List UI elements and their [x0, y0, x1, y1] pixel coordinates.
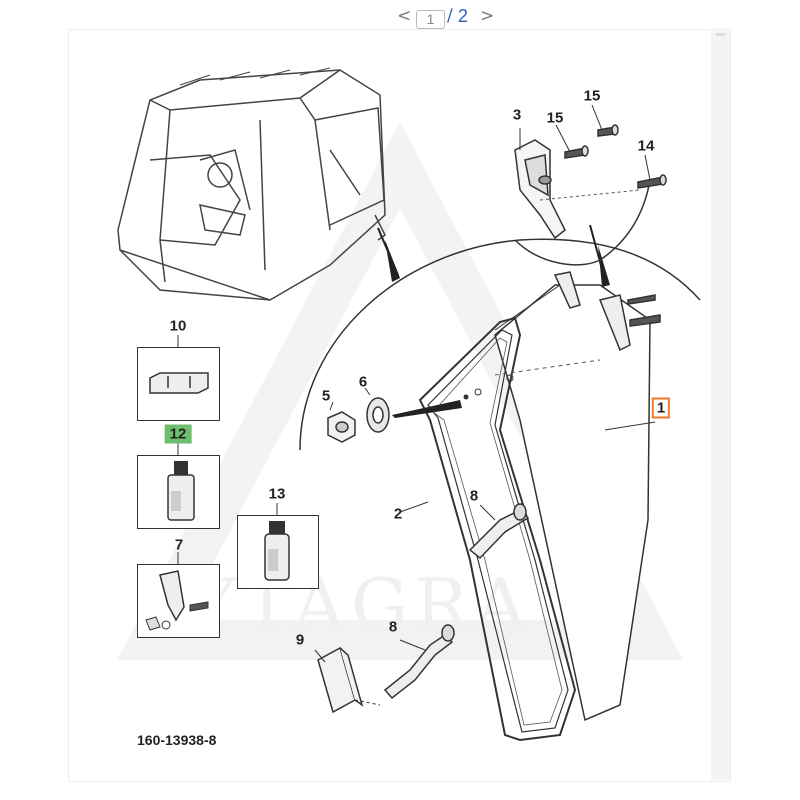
- page-separator: /: [447, 6, 453, 26]
- callout-3[interactable]: 3: [512, 106, 522, 124]
- callout-9[interactable]: 9: [295, 631, 305, 649]
- latch-arm-8a: [468, 503, 530, 560]
- panel-part-7: [137, 564, 220, 638]
- bolt-14: [637, 174, 667, 189]
- seal-piece-9: [317, 646, 364, 714]
- bottle-12-drawing: [167, 461, 195, 521]
- callout-8-upper[interactable]: 8: [469, 487, 479, 505]
- hinge-part-3: [514, 139, 566, 240]
- latch-arm-8b: [383, 624, 455, 700]
- callout-15-left[interactable]: 15: [546, 109, 564, 127]
- bolt-15b: [597, 124, 619, 137]
- nut-5: [327, 411, 356, 443]
- bottle-13-drawing: [264, 521, 290, 581]
- bolt-15a: [564, 145, 589, 159]
- callout-10[interactable]: 10: [169, 317, 187, 335]
- chevron-right-icon[interactable]: >: [480, 6, 495, 26]
- callout-8-lower[interactable]: 8: [388, 618, 398, 636]
- washer-6: [366, 397, 390, 433]
- panel-part-12: [137, 455, 220, 529]
- callout-15-right[interactable]: 15: [583, 87, 601, 105]
- pane-hinge-top: [553, 271, 581, 309]
- callout-2[interactable]: 2: [393, 505, 403, 523]
- drawing-code: 160-13938-8: [137, 732, 217, 748]
- callout-14[interactable]: 14: [637, 137, 655, 155]
- clip-plate-drawing: [149, 372, 209, 394]
- panel-part-10: [137, 347, 220, 421]
- callout-6[interactable]: 6: [358, 373, 368, 391]
- page-number-input[interactable]: 1: [416, 10, 445, 29]
- scrollbar[interactable]: [711, 31, 730, 780]
- callout-7[interactable]: 7: [174, 536, 184, 554]
- callout-5[interactable]: 5: [321, 387, 331, 405]
- cab-illustration: [117, 67, 386, 301]
- page-total: 2: [458, 6, 469, 26]
- pager-bar: < 1 / 2 >: [0, 0, 800, 30]
- hinge-kit-7-drawing: [145, 570, 209, 631]
- callout-12[interactable]: 12: [164, 424, 192, 444]
- callout-1[interactable]: 1: [651, 397, 671, 419]
- chevron-left-icon[interactable]: <: [397, 6, 412, 26]
- door-seal-2: [418, 316, 577, 742]
- callout-13[interactable]: 13: [268, 485, 286, 503]
- pane-hinge: [598, 294, 661, 352]
- panel-part-13: [237, 515, 319, 589]
